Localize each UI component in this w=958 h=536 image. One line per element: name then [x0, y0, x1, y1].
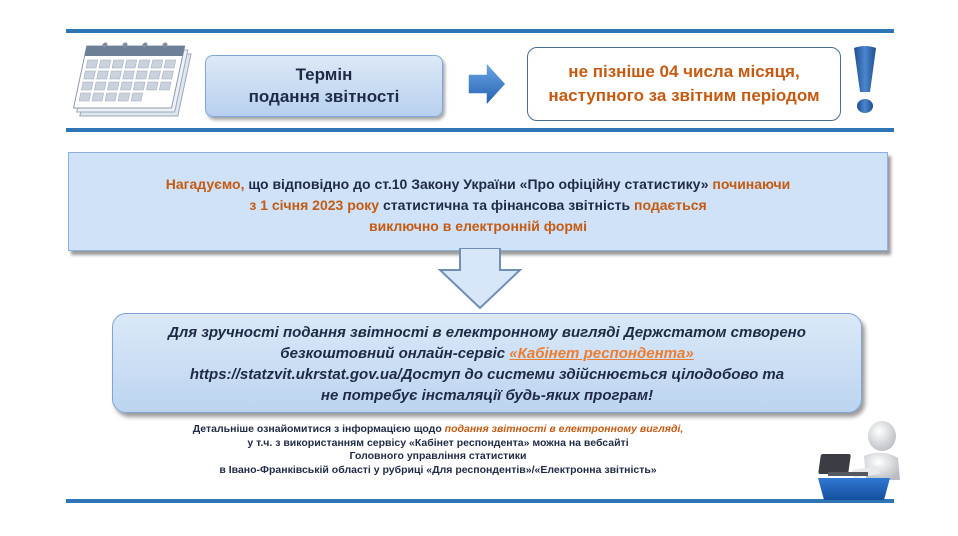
reminder-reporting: статистична та фінансова звітність	[379, 197, 635, 213]
reminder-from: з	[249, 197, 261, 213]
reminder-lead: Нагадуємо,	[165, 176, 245, 192]
header-divider	[66, 128, 894, 132]
arrow-down-icon	[438, 248, 522, 310]
details-line1: Детальніше ознайомитися з інформацією що…	[118, 423, 758, 437]
details-text: Детальніше ознайомитися з інформацією що…	[118, 423, 758, 477]
service-url[interactable]: https://statzvit.ukrstat.gov.ua/	[189, 366, 402, 383]
arrow-right-icon	[467, 60, 508, 108]
reminder-box: Нагадуємо, що відповідно до ст.10 Закону…	[68, 152, 888, 251]
deadline-value-box: не пізніше 04 числа місяця, наступного з…	[527, 47, 841, 121]
bottom-divider	[66, 499, 894, 503]
deadline-value-line2: наступного за звітним періодом	[548, 86, 820, 105]
service-line1: Для зручності подання звітності в електр…	[168, 324, 806, 341]
deadline-label-box: Термін подання звітності	[205, 55, 443, 117]
reminder-starting: починаючи	[712, 176, 791, 192]
reminder-line3: виключно в електронній формі	[368, 218, 587, 234]
deadline-label-line1: Термін	[295, 65, 353, 84]
reminder-law-text: що відповідно до ст.10 Закону України «П…	[244, 176, 713, 192]
user-at-laptop-icon	[818, 421, 900, 500]
service-line4: не потребує інсталяції будь-яких програм…	[320, 387, 654, 404]
service-line2: безкоштовний онлайн-сервіс «Кабінет респ…	[113, 343, 861, 364]
service-line3: https://statzvit.ukrstat.gov.ua/Доступ д…	[113, 364, 861, 385]
service-line2-text: безкоштовний онлайн-сервіс	[280, 345, 510, 362]
reminder-submitted: подається	[634, 197, 707, 213]
top-divider	[66, 29, 894, 33]
reminder-line1: Нагадуємо, що відповідно до ст.10 Закону…	[69, 174, 887, 195]
details-line4: в Івано-Франківській області у рубриці «…	[219, 463, 657, 476]
details-emphasis: подання звітності в електронному вигляді…	[444, 423, 684, 435]
online-service-box: Для зручності подання звітності в електр…	[112, 313, 862, 413]
deadline-label-line2: подання звітності	[248, 87, 400, 106]
reminder-line2: з 1 січня 2023 року статистична та фінан…	[69, 195, 887, 216]
deadline-value-line1: не пізніше 04 числа місяця,	[568, 62, 800, 81]
details-line2: у т.ч. з використанням сервісу «Кабінет …	[247, 436, 629, 449]
reminder-date: 1 січня 2023 року	[260, 197, 380, 213]
details-intro: Детальніше ознайомитися з інформацією що…	[192, 423, 445, 435]
service-access-text: Доступ до системи здійснюється цілодобов…	[401, 366, 785, 383]
details-line3: Головного управління статистики	[349, 450, 527, 462]
calendar-icon	[72, 42, 192, 117]
exclamation-icon	[854, 46, 876, 113]
cabinet-respondent-link[interactable]: «Кабінет респондента»	[509, 345, 694, 362]
